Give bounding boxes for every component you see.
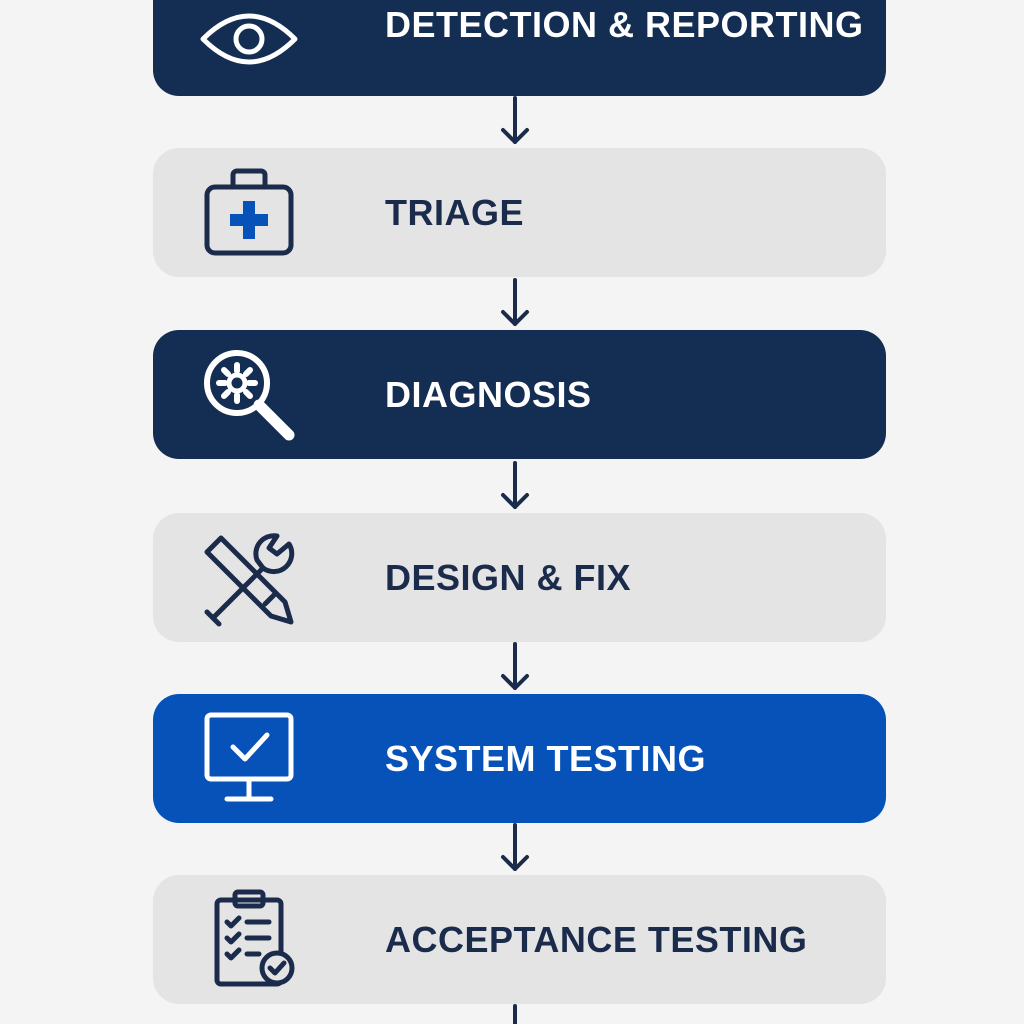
arrow-connector: [497, 1004, 533, 1024]
arrow-connector: [497, 96, 533, 148]
step-system-testing: SYSTEM TESTING: [153, 694, 886, 823]
magnifier-gear-icon: [197, 343, 301, 447]
step-triage: TRIAGE: [153, 148, 886, 277]
wrench-pencil-icon: [197, 526, 301, 630]
step-label: SYSTEM TESTING: [385, 737, 707, 779]
step-label: DIAGNOSIS: [385, 373, 592, 415]
arrow-connector: [497, 461, 533, 513]
step-diagnosis: DIAGNOSIS: [153, 330, 886, 459]
arrow-connector: [497, 642, 533, 694]
clipboard-checklist-icon: [197, 888, 301, 992]
step-label: TRIAGE: [385, 191, 525, 233]
arrow-connector: [497, 823, 533, 875]
monitor-check-icon: [197, 707, 301, 811]
step-label: DESIGN & FIX: [385, 556, 632, 598]
step-detection-reporting: DETECTION & REPORTING: [153, 0, 886, 96]
step-design-fix: DESIGN & FIX: [153, 513, 886, 642]
arrow-connector: [497, 278, 533, 330]
step-acceptance-testing: ACCEPTANCE TESTING: [153, 875, 886, 1004]
eye-icon: [197, 0, 301, 91]
step-label: DETECTION & REPORTING: [385, 4, 864, 45]
first-aid-kit-icon: [197, 161, 301, 265]
step-label: ACCEPTANCE TESTING: [385, 918, 808, 960]
